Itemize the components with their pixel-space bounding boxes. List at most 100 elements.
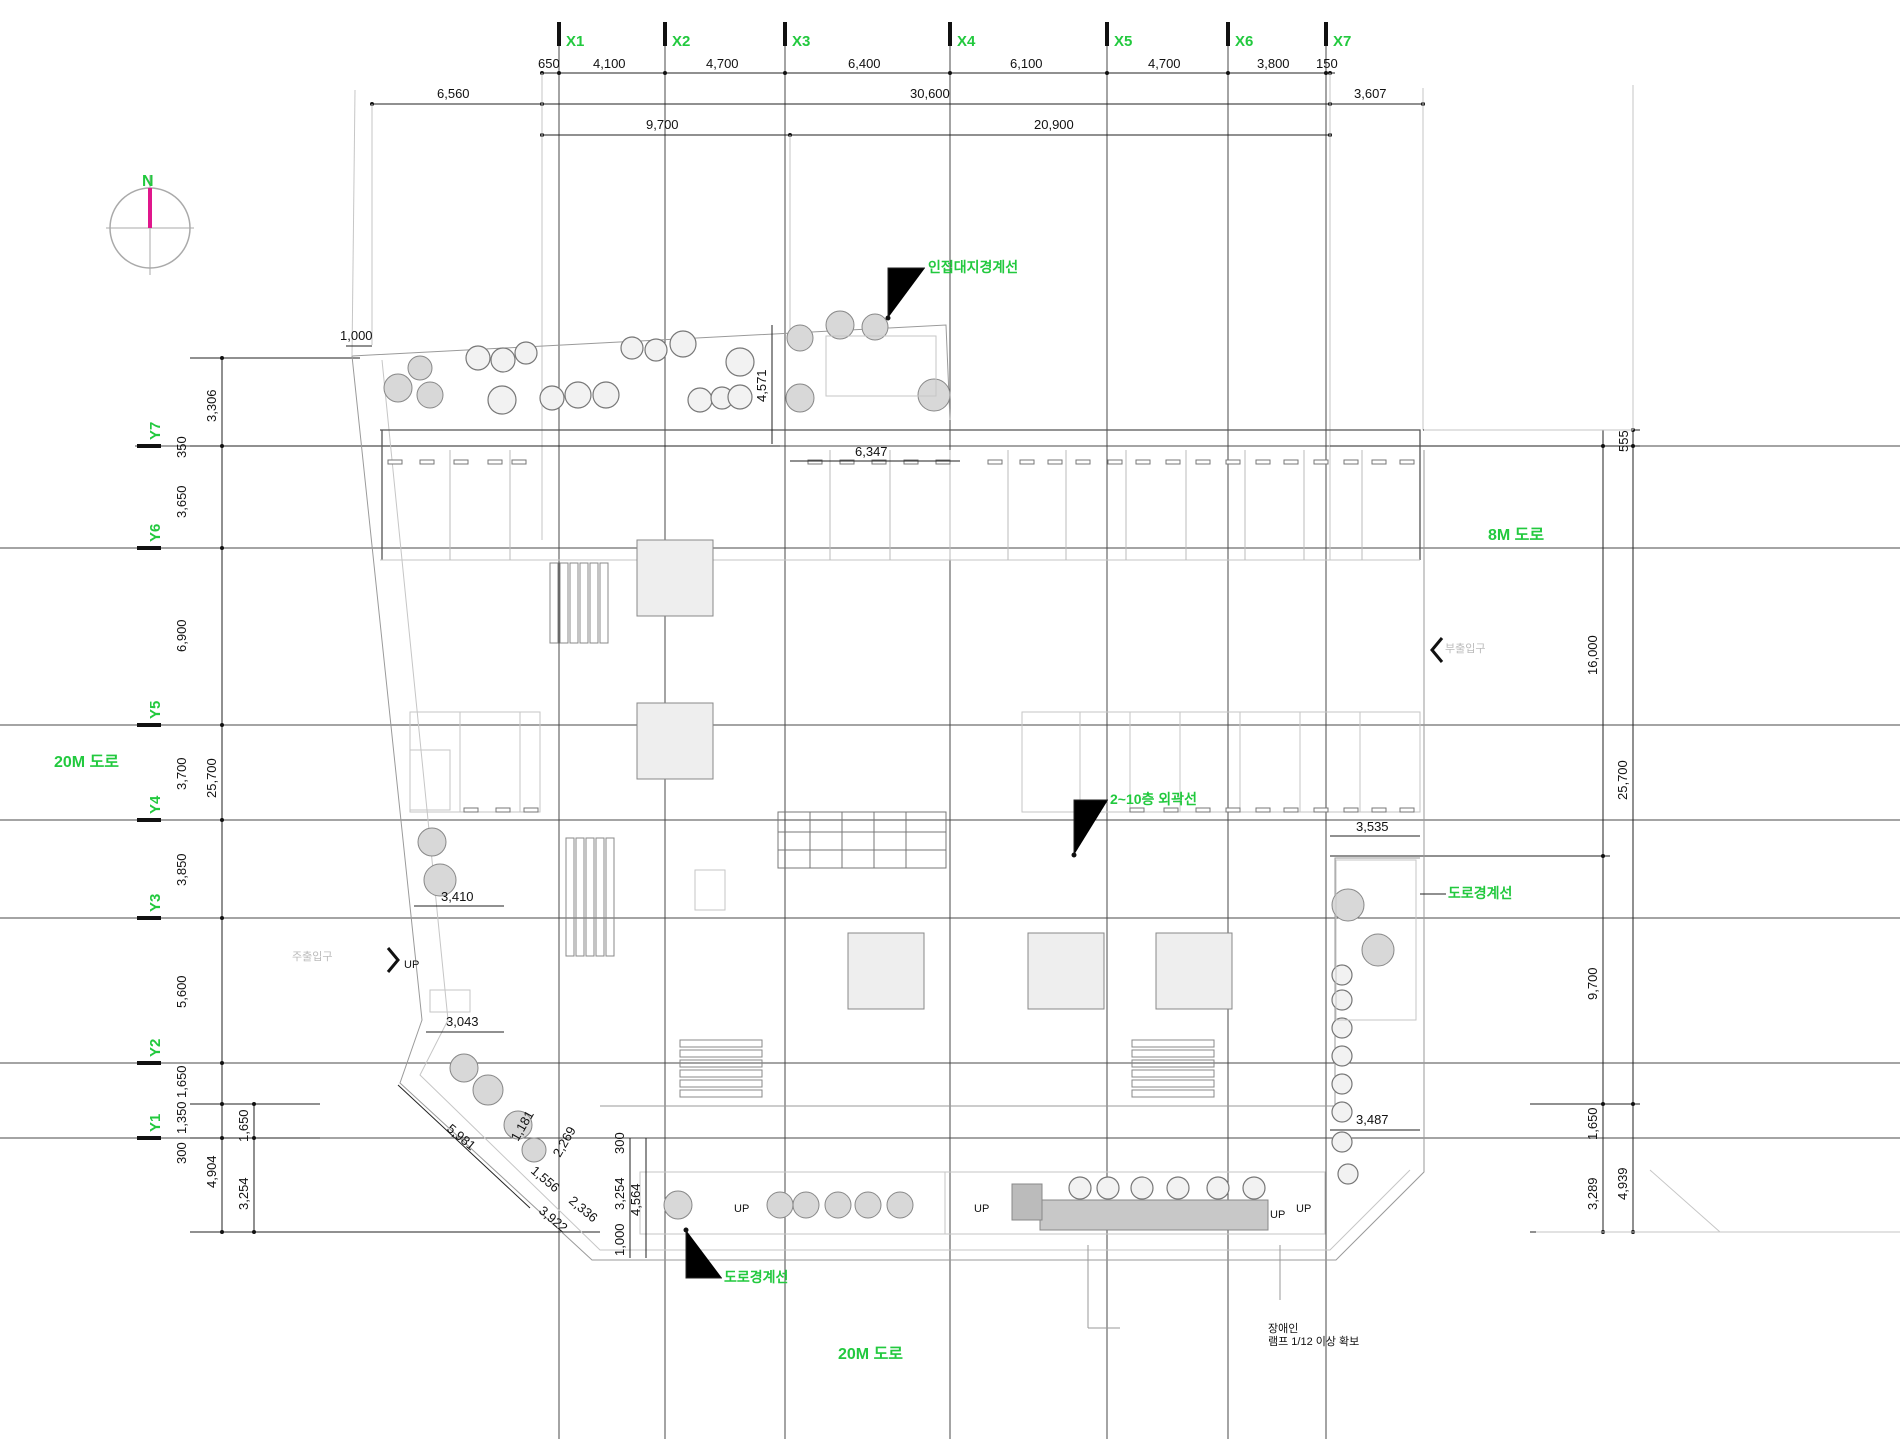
dim-3922: 3,922 xyxy=(536,1203,571,1235)
axis-label-y1: Y1 xyxy=(147,1114,164,1132)
top-dimensions: 650 4,100 4,700 6,400 6,100 4,700 3,800 … xyxy=(370,56,1425,560)
dim-3850: 3,850 xyxy=(174,853,189,886)
dim-30600: 30,600 xyxy=(910,86,950,101)
dim-5981: 5,981 xyxy=(444,1121,479,1153)
dim-3306: 3,306 xyxy=(204,389,219,422)
dim-4100: 4,100 xyxy=(593,56,626,71)
dim-4939: 4,939 xyxy=(1615,1167,1630,1200)
entrance-west-label: 주출입구 xyxy=(292,950,332,963)
dim-5600: 5,600 xyxy=(174,975,189,1008)
axis-label-y5: Y5 xyxy=(147,701,164,719)
dim-4904: 4,904 xyxy=(204,1155,219,1188)
grid-lines xyxy=(0,25,1900,1439)
dim-20900: 20,900 xyxy=(1034,117,1074,132)
dim-9700-right: 9,700 xyxy=(1585,967,1600,1000)
box-grid xyxy=(777,811,947,869)
axis-label-x4: X4 xyxy=(957,33,976,50)
parking-row-top xyxy=(387,450,1415,813)
dim-3254-left: 3,254 xyxy=(236,1177,251,1210)
left-dimensions: 3,306 350 3,650 6,900 3,700 25,700 3,850… xyxy=(174,356,780,1234)
axis-label-y6: Y6 xyxy=(147,524,164,542)
entrance-arrows xyxy=(386,637,1444,973)
entrance-arrow-east-icon xyxy=(1430,637,1444,663)
up-label-3: UP xyxy=(1270,1209,1285,1221)
up-label-1: UP xyxy=(734,1203,749,1215)
dim-1650-left: 1,650 xyxy=(174,1065,189,1098)
dim-9700: 9,700 xyxy=(646,117,679,132)
entrance-east-label: 부출입구 xyxy=(1445,642,1485,655)
dim-3487: 3,487 xyxy=(1356,1112,1389,1127)
dim-6560: 6,560 xyxy=(437,86,470,101)
north-label: N xyxy=(142,173,154,190)
dim-16000: 16,000 xyxy=(1585,635,1600,675)
dim-6100: 6,100 xyxy=(1010,56,1043,71)
interior-dimensions: 1,000 4,571 6,347 3,410 3,043 3,535 3,48… xyxy=(340,325,1420,1258)
stair-stripes xyxy=(549,562,1215,1098)
label-road-8m: 8M 도로 xyxy=(1488,527,1544,544)
dim-6400: 6,400 xyxy=(848,56,881,71)
label-road-boundary-south: 도로경계선 xyxy=(724,1269,788,1285)
dim-1350: 1,350 xyxy=(174,1101,189,1134)
trees-west xyxy=(409,749,547,1163)
label-road-20m-south: 20M 도로 xyxy=(838,1346,903,1363)
dim-4564: 4,564 xyxy=(628,1183,643,1216)
dim-650: 650 xyxy=(538,56,560,71)
north-arrow: N xyxy=(106,173,194,275)
trees-top xyxy=(383,310,951,415)
dim-555: 555 xyxy=(1616,430,1631,452)
annotations: 8M 도로 20M 도로 20M 도로 인접대지경계선 2~10층 외곽선 도로… xyxy=(54,259,1544,1363)
ramp-note-line2: 램프 1/12 이상 확보 xyxy=(1268,1335,1359,1348)
axis-label-y7: Y7 xyxy=(147,422,164,440)
site-boundary xyxy=(351,85,1900,1261)
up-label-west: UP xyxy=(404,959,419,971)
label-floor-outline: 2~10층 외곽선 xyxy=(1110,791,1197,807)
dim-6900: 6,900 xyxy=(174,619,189,652)
axis-markers-y: Y7 Y6 Y5 Y4 Y3 Y2 Y1 xyxy=(137,422,164,1140)
up-label-4: UP xyxy=(1296,1203,1311,1215)
axis-label-x2: X2 xyxy=(672,33,690,50)
planter-boxes xyxy=(636,539,1233,1010)
dim-25700-left: 25,700 xyxy=(204,758,219,798)
dim-3700: 3,700 xyxy=(174,757,189,790)
ramp-note-line1: 장애인 xyxy=(1268,1322,1298,1335)
dim-1556: 1,556 xyxy=(528,1163,563,1195)
dim-4700b: 4,700 xyxy=(1148,56,1181,71)
trees-east xyxy=(1331,859,1417,1185)
dim-3800: 3,800 xyxy=(1257,56,1290,71)
axis-label-x7: X7 xyxy=(1333,33,1351,50)
dim-1000-int: 1,000 xyxy=(612,1223,627,1256)
dim-3410: 3,410 xyxy=(441,889,474,904)
dim-4571: 4,571 xyxy=(754,369,769,402)
dim-4700a: 4,700 xyxy=(706,56,739,71)
dim-3650: 3,650 xyxy=(174,485,189,518)
label-road-boundary-east: 도로경계선 xyxy=(1448,885,1512,901)
entrance-arrow-west-icon xyxy=(386,947,400,973)
dim-1650-inner: 1,650 xyxy=(236,1109,251,1142)
dim-3254-int: 3,254 xyxy=(612,1177,627,1210)
dim-25700-right: 25,700 xyxy=(1615,760,1630,800)
axis-label-x5: X5 xyxy=(1114,33,1132,50)
dim-6347: 6,347 xyxy=(855,444,888,459)
axis-markers-x: X1 X2 X3 X4 X5 X6 X7 xyxy=(557,22,1351,50)
dim-2336: 2,336 xyxy=(566,1193,601,1225)
axis-label-x6: X6 xyxy=(1235,33,1253,50)
axis-label-x1: X1 xyxy=(566,33,584,50)
dim-3535: 3,535 xyxy=(1356,819,1389,834)
dim-150: 150 xyxy=(1316,56,1338,71)
dim-300-left: 300 xyxy=(174,1142,189,1164)
label-road-20m-west: 20M 도로 xyxy=(54,754,119,771)
dim-3289: 3,289 xyxy=(1585,1177,1600,1210)
axis-label-x3: X3 xyxy=(792,33,810,50)
axis-label-y4: Y4 xyxy=(147,795,164,814)
dim-1650-right: 1,650 xyxy=(1585,1107,1600,1140)
axis-label-y2: Y2 xyxy=(147,1039,164,1057)
dim-300-int: 300 xyxy=(612,1132,627,1154)
dim-350: 350 xyxy=(174,436,189,458)
trees-south xyxy=(639,1171,1326,1329)
dim-3607: 3,607 xyxy=(1354,86,1387,101)
dim-3043: 3,043 xyxy=(446,1014,479,1029)
label-site-boundary: 인접대지경계선 xyxy=(928,259,1018,275)
up-label-2: UP xyxy=(974,1203,989,1215)
dim-2269: 2,269 xyxy=(550,1124,579,1160)
